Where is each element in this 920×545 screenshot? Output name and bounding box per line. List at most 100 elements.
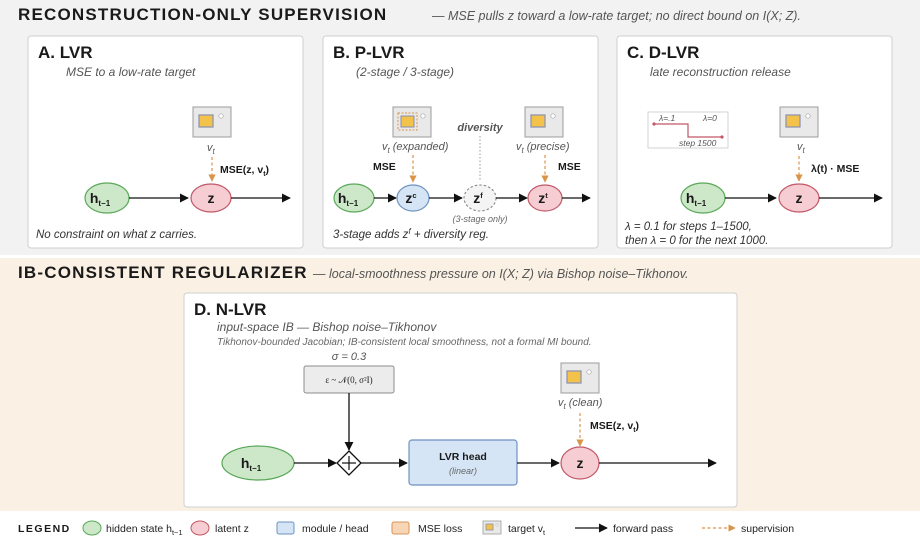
panel-c-letter: C. bbox=[627, 43, 644, 62]
legend: LEGEND hidden state ht−1 latent z module… bbox=[18, 520, 794, 537]
panel-b-target1-tag: (expanded) bbox=[393, 141, 449, 153]
svg-text:A. LVR: A. LVR bbox=[38, 43, 92, 62]
legend-hidden-sub: t−1 bbox=[172, 528, 183, 537]
svg-text:vt(clean): vt(clean) bbox=[558, 397, 603, 411]
panel-b-target1-sub: t bbox=[388, 146, 391, 155]
legend-loss: MSE loss bbox=[418, 523, 462, 535]
panel-d-name: N-LVR bbox=[216, 300, 267, 319]
target-image-icon bbox=[482, 520, 502, 535]
panel-b-note: 3-stage adds z bbox=[333, 229, 409, 241]
panel-d-target-sub: t bbox=[564, 402, 567, 411]
lambda-zero-label: λ=0 bbox=[702, 113, 717, 123]
panel-a-loss: MSE(z, v bbox=[220, 164, 263, 176]
panel-b-zt-sup: t bbox=[545, 191, 548, 200]
legend-latent-swatch bbox=[190, 520, 210, 536]
panel-d-hidden-node bbox=[221, 445, 295, 481]
panel-b-name: P-LVR bbox=[355, 43, 405, 62]
panel-d-loss-sub: t bbox=[633, 427, 636, 434]
panel-a-loss-sub: t bbox=[263, 171, 266, 178]
panel-b-stage-note: (3-stage only) bbox=[452, 214, 507, 224]
panel-b-h-sub: t−1 bbox=[346, 199, 358, 208]
panel-a-subtitle: MSE to a low-rate target bbox=[66, 65, 196, 79]
svg-text:zc: zc bbox=[405, 190, 416, 206]
svg-text:vt: vt bbox=[797, 141, 806, 155]
panel-d-target-tag: (clean) bbox=[569, 397, 603, 409]
panel-c-note-1: λ = 0.1 for steps 1–1500, bbox=[624, 221, 752, 233]
section2-subtitle: — local-smoothness pressure on I(X; Z) v… bbox=[312, 267, 689, 281]
legend-hidden-swatch bbox=[82, 520, 102, 536]
svg-text:target vt: target vt bbox=[508, 523, 546, 537]
panel-a-h-sub: t−1 bbox=[98, 199, 110, 208]
svg-text:ht−1: ht−1 bbox=[686, 190, 707, 208]
svg-text:MSE(z, vt): MSE(z, vt) bbox=[590, 420, 639, 434]
panel-b-target2-tag: (precise) bbox=[527, 141, 570, 153]
panel-a-z: z bbox=[208, 190, 215, 206]
panel-b-zc-sup: c bbox=[412, 191, 416, 200]
svg-text:vt: vt bbox=[207, 142, 216, 156]
target-image-icon bbox=[192, 106, 232, 138]
panel-d-subtitle: input-space IB — Bishop noise–Tikhonov bbox=[217, 320, 437, 334]
svg-text:zt: zt bbox=[538, 190, 548, 206]
panel-b-mse1: MSE bbox=[373, 161, 396, 173]
svg-text:ht−1: ht−1 bbox=[90, 190, 111, 208]
panel-b-note-post: + diversity reg. bbox=[411, 229, 489, 241]
lambda-schedule-plot: λ=.1 λ=0 step 1500 bbox=[647, 111, 729, 149]
svg-text:vt(precise): vt(precise) bbox=[516, 141, 570, 155]
panel-a-name: LVR bbox=[60, 43, 93, 62]
lvr-head-label: LVR head bbox=[439, 451, 487, 463]
panel-d: D. N-LVR input-space IB — Bishop noise–T… bbox=[183, 292, 738, 508]
panel-d-subtitle-2: Tikhonov-bounded Jacobian; IB-consistent… bbox=[217, 337, 592, 348]
panel-c-subtitle: late reconstruction release bbox=[650, 65, 791, 79]
noise-label: ε ~ 𝒩(0, σ²I) bbox=[325, 375, 372, 385]
panel-b-target1: v bbox=[382, 141, 389, 153]
panel-b-zt: z bbox=[538, 190, 545, 206]
legend-target: target v bbox=[508, 523, 544, 535]
panel-d-loss-close: ) bbox=[636, 420, 640, 432]
panel-d-sigma: σ = 0.3 bbox=[332, 351, 367, 363]
section1-subtitle: — MSE pulls z toward a low-rate target; … bbox=[431, 9, 801, 23]
legend-latent: latent z bbox=[215, 523, 249, 535]
panel-b-diversity: diversity bbox=[457, 122, 503, 134]
svg-text:D. N-LVR: D. N-LVR bbox=[194, 300, 266, 319]
section1-title: RECONSTRUCTION-ONLY SUPERVISION bbox=[18, 5, 387, 24]
svg-text:hidden state ht−1: hidden state ht−1 bbox=[106, 523, 183, 537]
panel-b-target2-sub: t bbox=[522, 146, 525, 155]
section2-title: IB-CONSISTENT REGULARIZER bbox=[18, 263, 308, 282]
target-image-icon bbox=[392, 106, 432, 138]
panel-a: A. LVR MSE to a low-rate target vt MSE(z… bbox=[27, 35, 304, 249]
svg-text:B. P-LVR: B. P-LVR bbox=[333, 43, 404, 62]
svg-text:vt(expanded): vt(expanded) bbox=[382, 141, 449, 155]
panel-a-target-sub: t bbox=[213, 147, 216, 156]
legend-target-sub: t bbox=[543, 528, 546, 537]
panel-a-note: No constraint on what z carries. bbox=[36, 229, 197, 241]
svg-text:MSE(z, vt): MSE(z, vt) bbox=[220, 164, 269, 178]
panel-b-target2: v bbox=[516, 141, 523, 153]
panel-d-h: h bbox=[241, 455, 250, 471]
svg-text:ht−1: ht−1 bbox=[338, 190, 359, 208]
panel-b-zc: z bbox=[405, 190, 412, 206]
panel-a-loss-close: ) bbox=[266, 164, 270, 176]
panel-a-target: v bbox=[207, 142, 214, 154]
legend-hidden: hidden state h bbox=[106, 523, 172, 535]
panel-b: B. P-LVR (2-stage / 3-stage) vt(expanded… bbox=[322, 35, 599, 249]
sum-junction-icon bbox=[336, 450, 362, 476]
legend-supervision: supervision bbox=[741, 523, 794, 535]
panel-c-note-2: then λ = 0 for the next 1000. bbox=[625, 235, 768, 247]
panel-b-zf-sup: f bbox=[480, 191, 483, 200]
panel-a-h: h bbox=[90, 190, 99, 206]
legend-forward: forward pass bbox=[613, 523, 673, 535]
target-image-icon bbox=[779, 106, 819, 138]
panel-c-target: v bbox=[797, 141, 804, 153]
panel-c-name: D-LVR bbox=[649, 43, 700, 62]
panel-b-subtitle: (2-stage / 3-stage) bbox=[356, 65, 454, 79]
legend-module: module / head bbox=[302, 523, 369, 535]
svg-text:ht−1: ht−1 bbox=[241, 455, 262, 473]
panel-b-letter: B. bbox=[333, 43, 350, 62]
panel-c-z: z bbox=[796, 190, 803, 206]
panel-c-h: h bbox=[686, 190, 695, 206]
panel-c-loss: λ(t) · MSE bbox=[811, 163, 859, 175]
panel-d-h-sub: t−1 bbox=[249, 464, 261, 473]
target-image-icon bbox=[524, 106, 564, 138]
panel-d-z: z bbox=[577, 455, 584, 471]
